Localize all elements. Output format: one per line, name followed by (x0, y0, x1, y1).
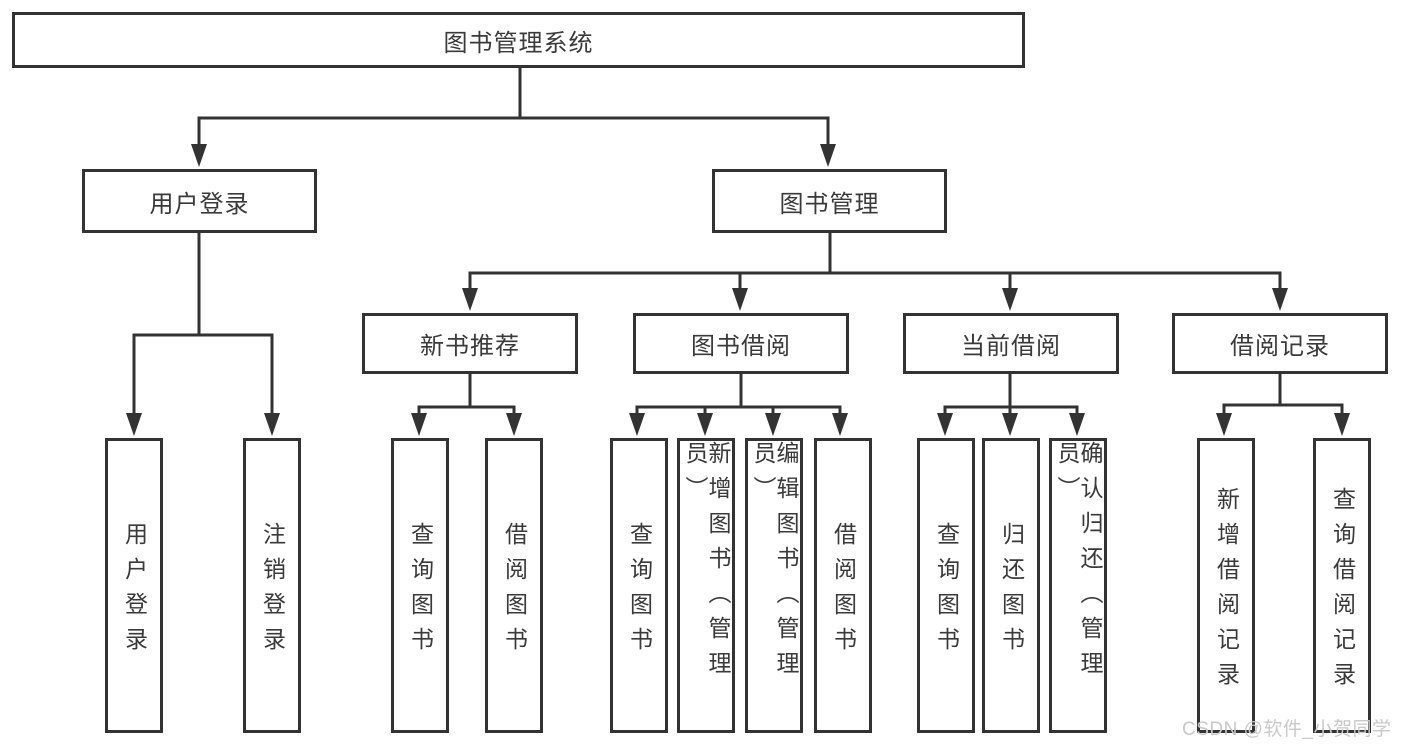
leaf-query-books-borrow: 查询图书 (610, 438, 668, 733)
leaf-label: 查询图书 (933, 521, 960, 662)
leaf-label: 用户登录 (121, 521, 148, 662)
leaf-label: 借阅图书 (501, 521, 528, 662)
leaf-edit-book-admin: 编辑图书（管理员） (745, 438, 803, 733)
node-new-book-recommendation: 新书推荐 (362, 313, 578, 374)
csdn-watermark: CSDN @软件_小贺同学 (1182, 719, 1392, 740)
leaf-borrow-books: 借阅图书 (814, 438, 872, 733)
node-library-management-system: 图书管理系统 (12, 12, 1025, 68)
node-label: 图书管理系统 (443, 29, 594, 57)
leaf-add-borrow-record: 新增借阅记录 (1197, 438, 1255, 733)
leaf-confirm-return-admin: 确认归还（管理员） (1049, 438, 1107, 733)
node-label: 图书管理 (779, 190, 880, 218)
leaf-user-login: 用户登录 (105, 438, 163, 733)
leaf-label: 查询借阅记录 (1329, 486, 1356, 697)
leaf-logout: 注销登录 (243, 438, 301, 733)
leaf-label: 查询图书 (407, 521, 434, 662)
leaf-add-book-admin: 新增图书（管理员） (677, 438, 735, 733)
leaf-borrow-books-recommend: 借阅图书 (485, 438, 543, 733)
node-book-management: 图书管理 (712, 169, 947, 233)
node-label: 用户登录 (149, 190, 250, 218)
leaf-label: 归还图书 (998, 521, 1025, 662)
node-book-borrowing: 图书借阅 (633, 313, 849, 374)
leaf-return-books: 归还图书 (982, 438, 1040, 733)
leaf-query-borrow-record: 查询借阅记录 (1313, 438, 1371, 733)
node-current-borrowing: 当前借阅 (903, 313, 1119, 374)
leaf-query-books-recommend: 查询图书 (391, 438, 449, 733)
leaf-label: 查询图书 (626, 521, 653, 662)
node-label: 新书推荐 (420, 333, 520, 360)
node-label: 借阅记录 (1230, 333, 1330, 360)
leaf-query-books-current: 查询图书 (917, 438, 975, 733)
node-user-login: 用户登录 (82, 169, 317, 233)
leaf-label: 注销登录 (259, 521, 286, 662)
leaf-label: 编辑图书（管理员） (750, 441, 799, 686)
leaf-label: 借阅图书 (830, 521, 857, 662)
leaf-label: 确认归还（管理员） (1054, 441, 1103, 686)
node-label: 当前借阅 (961, 333, 1061, 360)
node-borrowing-records: 借阅记录 (1172, 313, 1388, 374)
leaf-label: 新增借阅记录 (1213, 486, 1240, 697)
node-label: 图书借阅 (691, 333, 791, 360)
leaf-label: 新增图书（管理员） (682, 441, 731, 686)
